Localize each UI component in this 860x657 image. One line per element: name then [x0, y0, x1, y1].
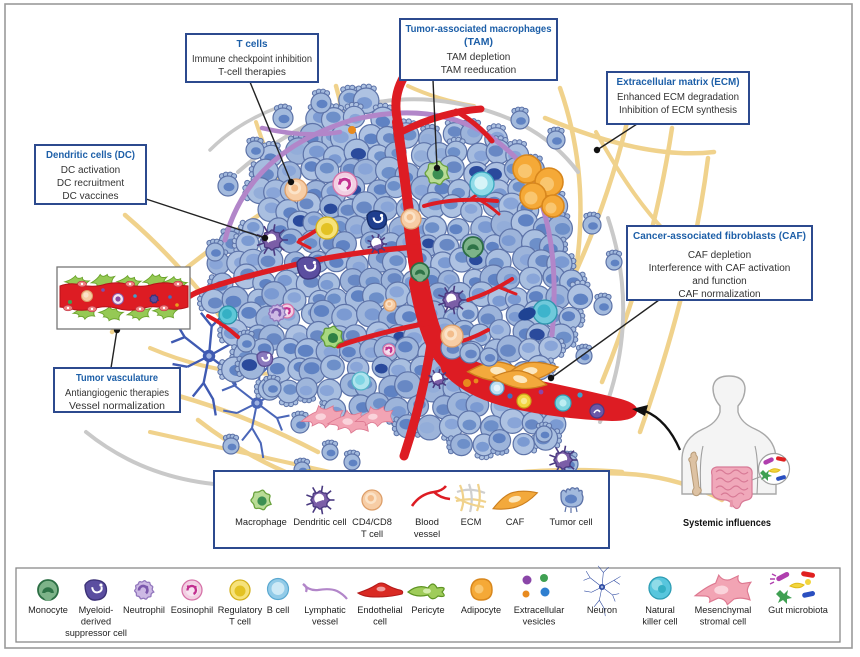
svg-text:T cell: T cell: [229, 617, 251, 627]
svg-text:Blood: Blood: [415, 517, 439, 527]
svg-text:T-cell therapies: T-cell therapies: [218, 67, 286, 78]
svg-text:Dendritic cells (DC): Dendritic cells (DC): [46, 149, 135, 161]
svg-text:Monocyte: Monocyte: [28, 605, 68, 615]
svg-text:Interference with CAF activati: Interference with CAF activation: [649, 263, 791, 274]
svg-text:Mesenchymal: Mesenchymal: [695, 605, 752, 615]
svg-text:Vessel normalization: Vessel normalization: [69, 401, 165, 412]
svg-text:CAF normalization: CAF normalization: [678, 289, 760, 300]
svg-text:and function: and function: [692, 276, 747, 287]
svg-text:vessel: vessel: [414, 529, 440, 539]
svg-text:DC activation: DC activation: [61, 165, 120, 176]
svg-text:Neutrophil: Neutrophil: [123, 605, 165, 615]
svg-text:killer cell: killer cell: [642, 617, 677, 627]
svg-text:CAF: CAF: [506, 517, 525, 527]
svg-text:T cell: T cell: [361, 529, 383, 539]
svg-text:Natural: Natural: [645, 605, 675, 615]
svg-text:Dendritic cell: Dendritic cell: [293, 517, 346, 527]
svg-text:vessel: vessel: [312, 617, 338, 627]
svg-text:Tumor vasculature: Tumor vasculature: [76, 372, 158, 384]
svg-text:Antiangiogenic therapies: Antiangiogenic therapies: [65, 388, 169, 399]
svg-text:Neuron: Neuron: [587, 605, 617, 615]
svg-text:cell: cell: [373, 617, 387, 627]
svg-text:B cell: B cell: [267, 605, 289, 615]
svg-text:Extracellular: Extracellular: [514, 605, 565, 615]
svg-text:Lymphatic: Lymphatic: [304, 605, 346, 615]
svg-text:Cancer-associated fibroblasts: Cancer-associated fibroblasts (CAF): [633, 230, 806, 242]
svg-text:Extracellular matrix (ECM): Extracellular matrix (ECM): [617, 76, 740, 88]
svg-text:Regulatory: Regulatory: [218, 605, 263, 615]
svg-text:Immune checkpoint inhibition: Immune checkpoint inhibition: [192, 54, 312, 65]
svg-text:stromal cell: stromal cell: [700, 617, 746, 627]
svg-text:CD4/CD8: CD4/CD8: [352, 517, 392, 527]
svg-text:CAF depletion: CAF depletion: [688, 250, 751, 261]
svg-text:Tumor-associated macrophages: Tumor-associated macrophages: [406, 23, 552, 35]
svg-text:Tumor cell: Tumor cell: [549, 517, 592, 527]
svg-text:Pericyte: Pericyte: [411, 605, 444, 615]
svg-text:Enhanced ECM degradation: Enhanced ECM degradation: [617, 92, 739, 103]
svg-text:DC recruitment: DC recruitment: [57, 178, 124, 189]
svg-text:Macrophage: Macrophage: [235, 517, 287, 527]
svg-text:Gut microbiota: Gut microbiota: [768, 605, 829, 615]
svg-text:TAM reeducation: TAM reeducation: [441, 65, 516, 76]
svg-text:derived: derived: [81, 617, 111, 627]
svg-text:Endothelial: Endothelial: [357, 605, 402, 615]
svg-text:Systemic influences: Systemic influences: [683, 517, 771, 529]
svg-text:Myeloid-: Myeloid-: [79, 605, 114, 615]
svg-text:(TAM): (TAM): [464, 36, 493, 48]
svg-text:Inhibition of ECM synthesis: Inhibition of ECM synthesis: [619, 105, 737, 116]
svg-text:TAM depletion: TAM depletion: [447, 52, 511, 63]
svg-text:vesicles: vesicles: [523, 617, 556, 627]
svg-text:ECM: ECM: [461, 517, 482, 527]
svg-text:T cells: T cells: [237, 38, 268, 50]
svg-text:DC vaccines: DC vaccines: [62, 191, 118, 202]
svg-text:suppressor cell: suppressor cell: [65, 628, 127, 638]
svg-text:Eosinophil: Eosinophil: [171, 605, 213, 615]
svg-text:Adipocyte: Adipocyte: [461, 605, 501, 615]
